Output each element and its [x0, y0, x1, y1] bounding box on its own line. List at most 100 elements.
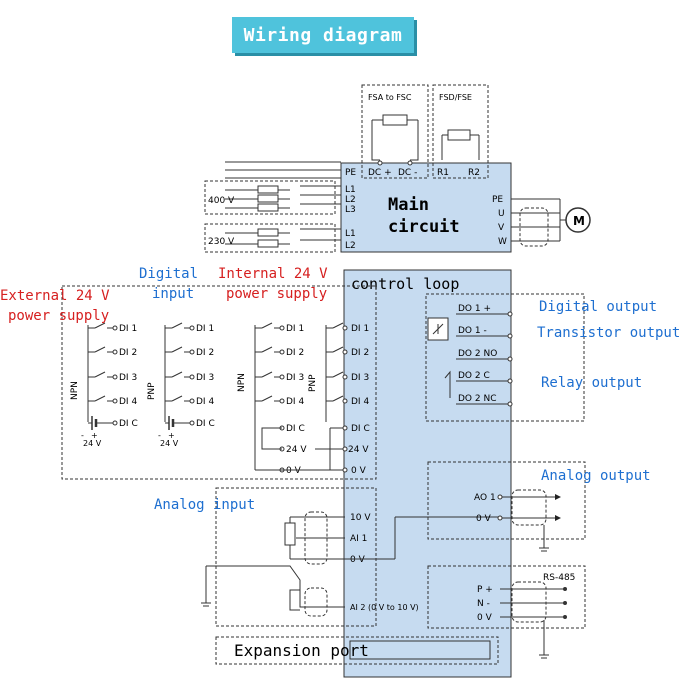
- npn-internal-di-4: DI 4: [286, 397, 304, 407]
- u-label: U: [498, 209, 505, 219]
- pe-out-label: PE: [492, 195, 503, 205]
- dc-minus-label: DC -: [398, 168, 417, 178]
- main-circuit-line-2: circuit: [388, 217, 460, 237]
- rs-0v-label: 0 V: [477, 613, 493, 623]
- fsa-fsc-box: [361, 84, 429, 179]
- expansion-port-box: [215, 636, 499, 665]
- npn-external-24v: 24 V: [83, 439, 102, 448]
- dic-terminal-label: DI C: [351, 424, 370, 434]
- fuse-3: [257, 203, 279, 212]
- do-terminal-5: DO 2 NC: [458, 394, 496, 404]
- npn-external-label: NPN: [70, 381, 80, 400]
- pnp-internal-switch-1: [332, 322, 344, 329]
- do-terminal-2: DO 1 -: [458, 326, 487, 336]
- npn-internal-24v: 24 V: [286, 445, 307, 455]
- ao-0v-label: 0 V: [476, 514, 492, 524]
- npn-internal-switch-1: [261, 322, 273, 329]
- potentiometer-icon: [284, 522, 296, 546]
- npn-external-switch-3: [94, 371, 106, 378]
- l1-label: L1: [345, 185, 356, 195]
- pe-in-label: PE: [345, 168, 356, 178]
- digital-input-label: Digital input: [139, 266, 206, 302]
- rs485-box: [427, 565, 586, 629]
- l2b-label: L2: [345, 241, 356, 251]
- control-di-1: DI 1: [351, 324, 369, 334]
- pnp-external-di-4: DI 4: [196, 397, 214, 407]
- l2-label: L2: [345, 195, 356, 205]
- npn-external-switch-1: [94, 322, 106, 329]
- external-24v-label: External 24 V power supply: [0, 288, 118, 324]
- main-circuit-line-1: Main: [388, 195, 429, 215]
- transistor-output-label: Transistor output: [537, 325, 680, 341]
- expansion-port-label: Expansion port: [234, 641, 369, 660]
- npn-internal-switch-4: [261, 395, 273, 402]
- analog-output-box: [427, 461, 586, 540]
- ai1-cable-shield: [304, 511, 328, 565]
- pnp-external-di-3: DI 3: [196, 373, 214, 383]
- v400-label: 400 V: [208, 196, 235, 206]
- control-di-4: DI 4: [351, 397, 369, 407]
- r1-label: R1: [437, 168, 449, 178]
- control-di-2: DI 2: [351, 348, 369, 358]
- digital-input-line-2: input: [152, 286, 194, 302]
- internal-24v-line-2: power supply: [226, 286, 327, 302]
- external-24v-line-2: power supply: [8, 308, 109, 324]
- l1b-label: L1: [345, 229, 356, 239]
- npn-internal-switch-3: [261, 371, 273, 378]
- main-circuit-label: Main circuit: [388, 195, 460, 237]
- rs485-cable-shield: [511, 581, 547, 623]
- v0-terminal-label: 0 V: [351, 466, 367, 476]
- npn-external-plus: +: [91, 431, 98, 440]
- npn-external-dic: DI C: [119, 419, 138, 429]
- brake-resistor-1: [382, 114, 408, 126]
- control-di-terminals: DI 1 DI 2 DI 3 DI 4: [351, 324, 369, 407]
- fuse-1: [257, 185, 279, 194]
- motor-icon: [565, 207, 591, 233]
- pnp-external-switch-2: [171, 346, 183, 353]
- w-label: W: [498, 237, 507, 247]
- digital-input-line-1: Digital: [139, 266, 198, 282]
- relay-output-label: Relay output: [541, 375, 642, 391]
- npn-internal-switch-2: [261, 346, 273, 353]
- rs-n-label: N -: [477, 599, 490, 609]
- expansion-port-slot: [349, 640, 491, 660]
- fsd-fse-label: FSD/FSE: [439, 93, 472, 102]
- pnp-external-switch-4: [171, 395, 183, 402]
- analog-input-box: [215, 487, 377, 627]
- internal-24v-label: Internal 24 V power supply: [218, 266, 336, 302]
- npn-internal-di-3: DI 3: [286, 373, 304, 383]
- external-24v-line-1: External 24 V: [0, 288, 110, 304]
- pnp-external-label: PNP: [147, 382, 157, 400]
- npn-internal-di-1: DI 1: [286, 324, 304, 334]
- v24-terminal-label: 24 V: [348, 445, 369, 455]
- v230-label: 230 V: [208, 237, 235, 247]
- npn-external-di-1: DI 1: [119, 324, 137, 334]
- npn-external-switch-4: [94, 395, 106, 402]
- npn-external-minus: -: [81, 431, 84, 440]
- pnp-external-minus: -: [158, 431, 161, 440]
- ai-10v-label: 10 V: [350, 513, 371, 523]
- pnp-internal-switch-3: [332, 371, 344, 378]
- fsd-fse-box: [432, 84, 489, 179]
- r2-label: R2: [468, 168, 480, 178]
- control-di-3: DI 3: [351, 373, 369, 383]
- motor-cable-shield: [519, 207, 549, 247]
- rs485-label: RS-485: [543, 573, 575, 583]
- supply-400v-box: [204, 180, 336, 215]
- do-terminal-1: DO 1 +: [458, 304, 491, 314]
- digital-output-label: Digital output: [539, 299, 657, 315]
- pnp-external-24v: 24 V: [160, 439, 179, 448]
- v-label: V: [498, 223, 505, 233]
- motor-label: M: [573, 214, 585, 228]
- fsa-fsc-label: FSA to FSC: [368, 93, 412, 102]
- fuse-4: [257, 228, 279, 237]
- npn-external-di-2: DI 2: [119, 348, 137, 358]
- pnp-external-switch-1: [171, 322, 183, 329]
- ao-cable-shield: [511, 489, 547, 526]
- pnp-external-switch-3: [171, 371, 183, 378]
- ai2-cable-shield: [304, 587, 328, 617]
- npn-external-di-3: DI 3: [119, 373, 137, 383]
